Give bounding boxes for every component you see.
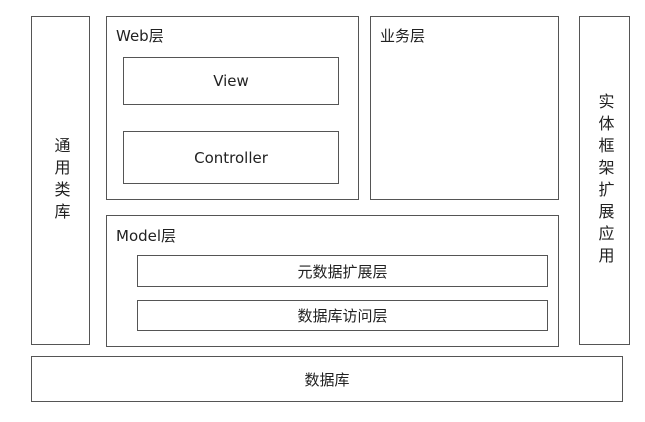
entity-framework-extension-panel: 实体框架扩展应用 (579, 16, 630, 345)
web-layer-title: Web层 (116, 27, 164, 45)
data-access-layer-box: 数据库访问层 (137, 300, 548, 331)
controller-label: Controller (194, 148, 268, 167)
metadata-extension-layer-box: 元数据扩展层 (137, 255, 548, 287)
view-label: View (213, 72, 249, 90)
view-box: View (123, 57, 339, 105)
business-layer-title: 业务层 (380, 27, 426, 45)
data-access-layer-label: 数据库访问层 (297, 307, 388, 325)
database-label: 数据库 (304, 370, 350, 389)
business-layer-box: 业务层 (370, 16, 559, 200)
model-layer-title: Model层 (116, 227, 177, 245)
metadata-extension-layer-label: 元数据扩展层 (297, 262, 388, 281)
database-box: 数据库 (31, 356, 623, 402)
common-library-label: 通用类库 (51, 136, 71, 225)
common-library-panel: 通用类库 (31, 16, 90, 345)
controller-box: Controller (123, 131, 339, 184)
entity-framework-extension-label: 实体框架扩展应用 (595, 92, 615, 269)
